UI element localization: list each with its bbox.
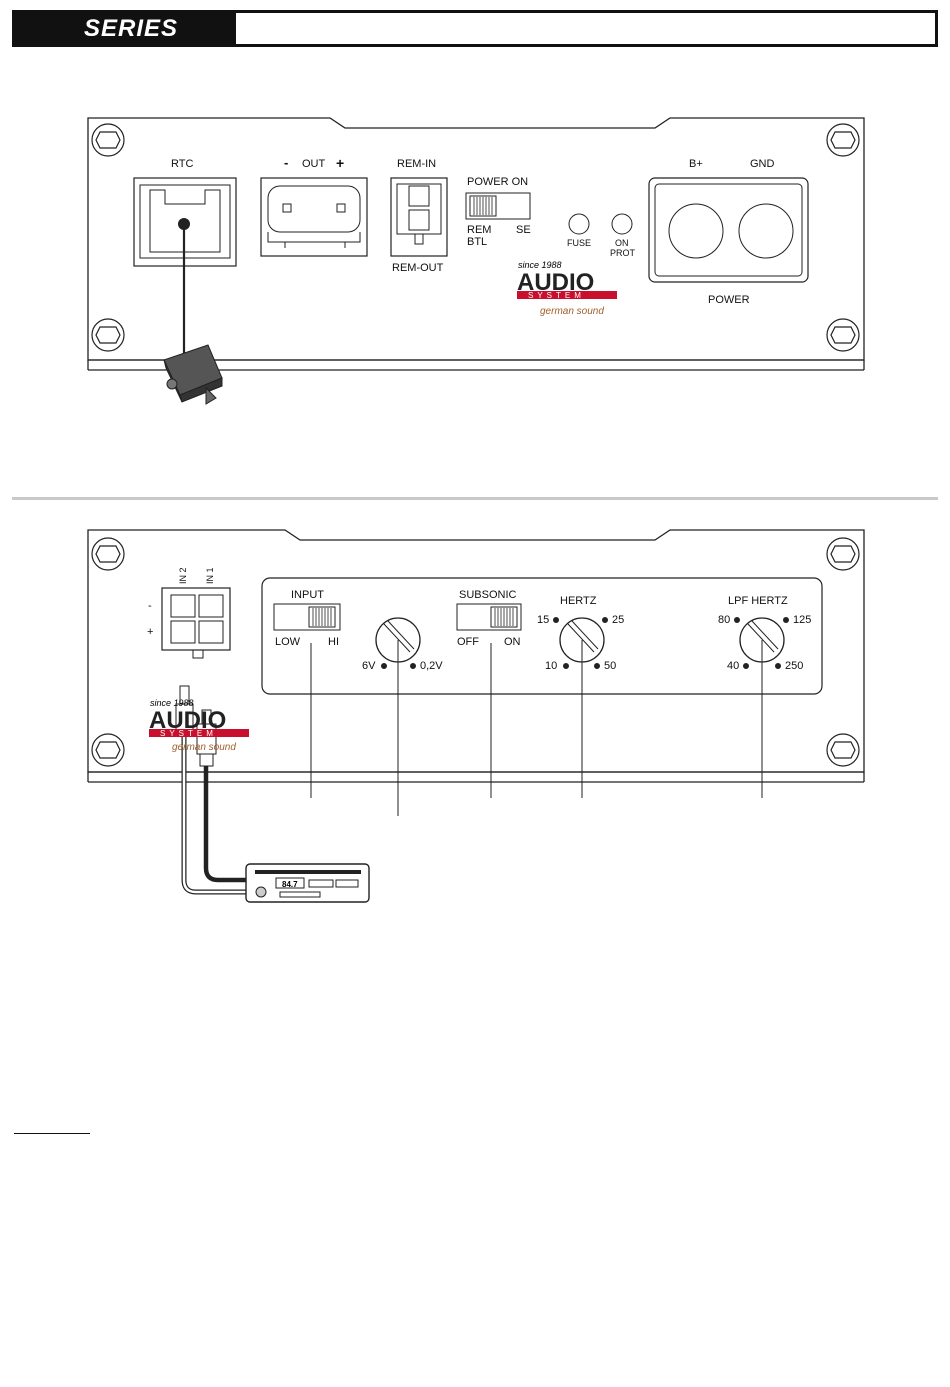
gain-low-label: 6V [362,660,375,672]
logo-system: SYSTEM [160,729,217,738]
input-label: INPUT [291,589,324,601]
b-plus-label: B+ [689,158,703,170]
prot-label: PROT [610,248,635,258]
hertz-50-label: 50 [604,660,616,672]
logo-tagline: german sound [540,306,604,317]
on-label: ON [615,238,629,248]
hertz-25-label: 25 [612,614,624,626]
lpf-40-label: 40 [727,660,739,672]
footnote-rule [14,1133,90,1134]
low-label: LOW [275,636,300,648]
rem-out-label: REM-OUT [392,262,443,274]
head-unit-icon: 84.7 [246,864,369,902]
input-connector [162,588,230,650]
minus-label: - [148,600,152,612]
remote-control-icon [164,345,222,404]
lpf-125-label: 125 [793,614,811,626]
hi-label: HI [328,636,339,648]
on-prot-led [612,214,632,234]
power-on-label: POWER ON [467,176,528,188]
rem-label: REM [467,224,491,236]
front-panel-drawing [0,0,950,500]
subsonic-hertz-knob [553,617,608,669]
gnd-terminal [739,204,793,258]
off-label: OFF [457,636,479,648]
se-label: SE [516,224,531,236]
logo-tagline: german sound [172,742,236,753]
rtc-label: RTC [171,158,193,170]
power-terminal-block [649,178,808,282]
in1-label: IN 1 [205,567,215,584]
gnd-label: GND [750,158,774,170]
out-plus-label: + [336,155,344,171]
head-unit-display: 84.7 [282,880,298,889]
on-label: ON [504,636,521,648]
logo-system: SYSTEM [528,291,585,300]
btl-label: BTL [467,236,487,248]
hertz-10-label: 10 [545,660,557,672]
rear-panel-drawing: 84.7 [0,500,950,920]
lpf-hertz-label: LPF HERTZ [728,595,788,607]
plus-label: + [147,626,153,638]
out-minus-label: - [284,155,288,170]
audio-system-logo: since 1988 AUDIO SYSTEM german sound [514,256,626,320]
b-plus-terminal [669,204,723,258]
fuse-indicator [569,214,589,234]
subsonic-label: SUBSONIC [459,589,516,601]
out-terminal [261,178,367,256]
lpf-80-label: 80 [718,614,730,626]
gain-high-label: 0,2V [420,660,443,672]
audio-system-logo: since 1988 AUDIO SYSTEM german sound [146,694,258,758]
power-label: POWER [708,294,750,306]
rem-in-label: REM-IN [397,158,436,170]
in2-label: IN 2 [178,567,188,584]
hertz-15-label: 15 [537,614,549,626]
lpf-250-label: 250 [785,660,803,672]
out-label: OUT [302,158,325,170]
fuse-label: FUSE [567,238,591,248]
hertz-label: HERTZ [560,595,596,607]
